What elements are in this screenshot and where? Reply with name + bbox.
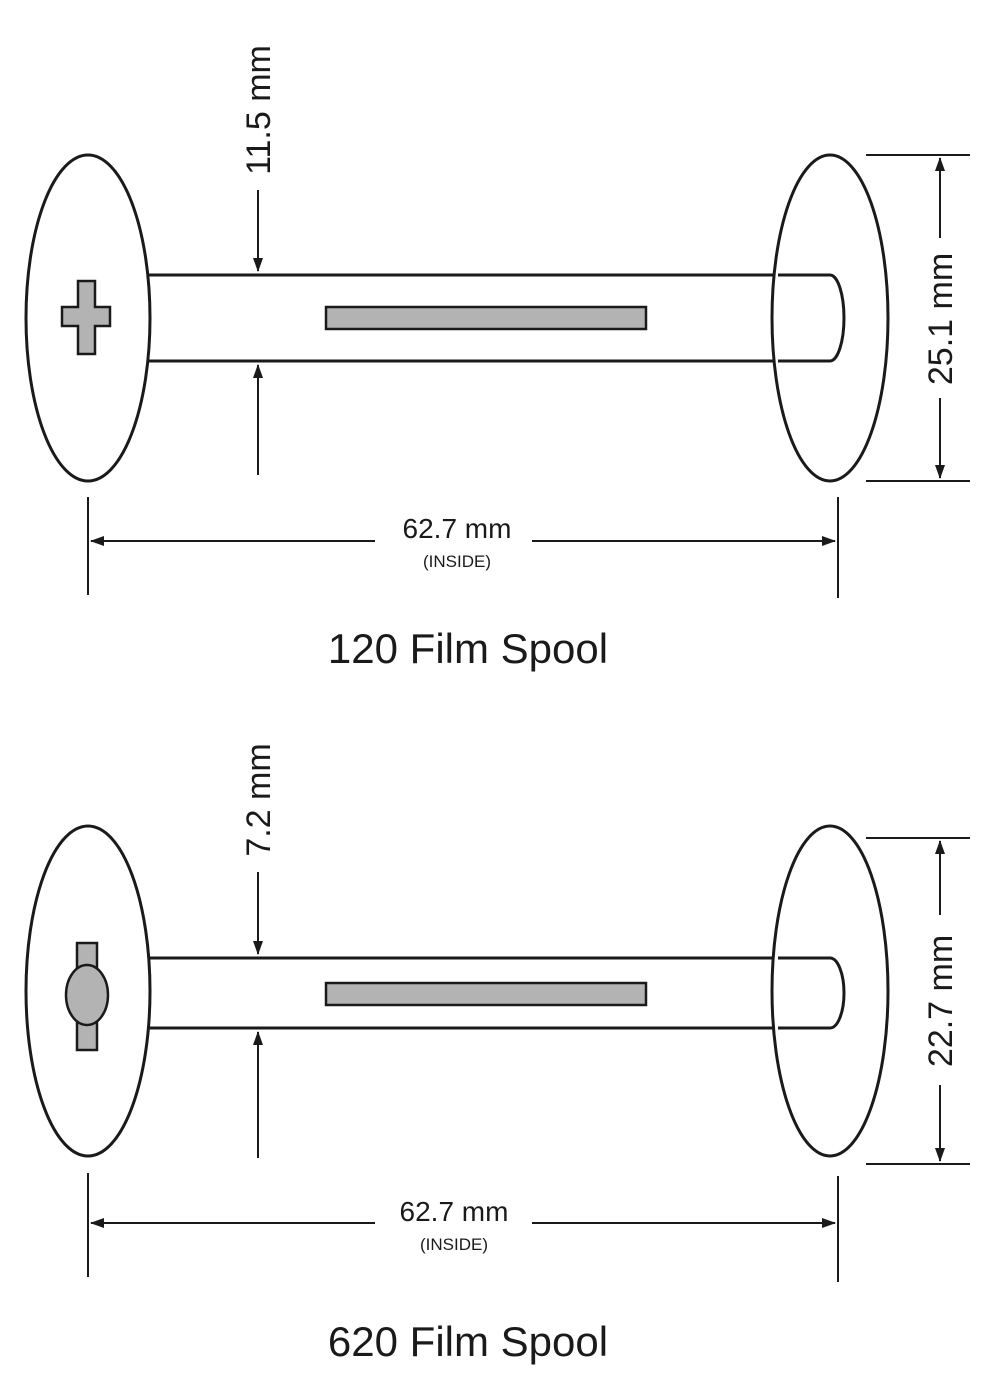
- oval-tab-key-icon: [64, 941, 110, 1052]
- spool-620-inside-length: 62.7 mm: [400, 1196, 509, 1227]
- spool-120-inside-note: (INSIDE): [423, 552, 491, 571]
- spool-620-core-diameter: 7.2 mm: [240, 743, 278, 856]
- spool-120-core-end: [778, 273, 846, 363]
- cross-key-icon: [60, 279, 112, 356]
- spool-120-title: 120 Film Spool: [328, 625, 608, 672]
- spool-120: 11.5 mm 25.1 mm 62.7 mm (INSIDE) 120 Fil…: [24, 45, 970, 672]
- spool-620-film-slot: [324, 981, 648, 1007]
- spool-620-core-end: [778, 956, 846, 1030]
- spool-620-title: 620 Film Spool: [328, 1318, 608, 1365]
- spool-120-core-diameter: 11.5 mm: [240, 45, 278, 175]
- spool-120-flange-diameter: 25.1 mm: [922, 253, 960, 385]
- spool-120-film-slot: [324, 305, 648, 331]
- spool-120-inside-length: 62.7 mm: [403, 513, 512, 544]
- spool-620: 7.2 mm 22.7 mm 62.7 mm (INSIDE) 620 Film…: [24, 743, 970, 1365]
- spool-620-inside-note: (INSIDE): [420, 1235, 488, 1254]
- spool-620-flange-diameter: 22.7 mm: [922, 935, 960, 1067]
